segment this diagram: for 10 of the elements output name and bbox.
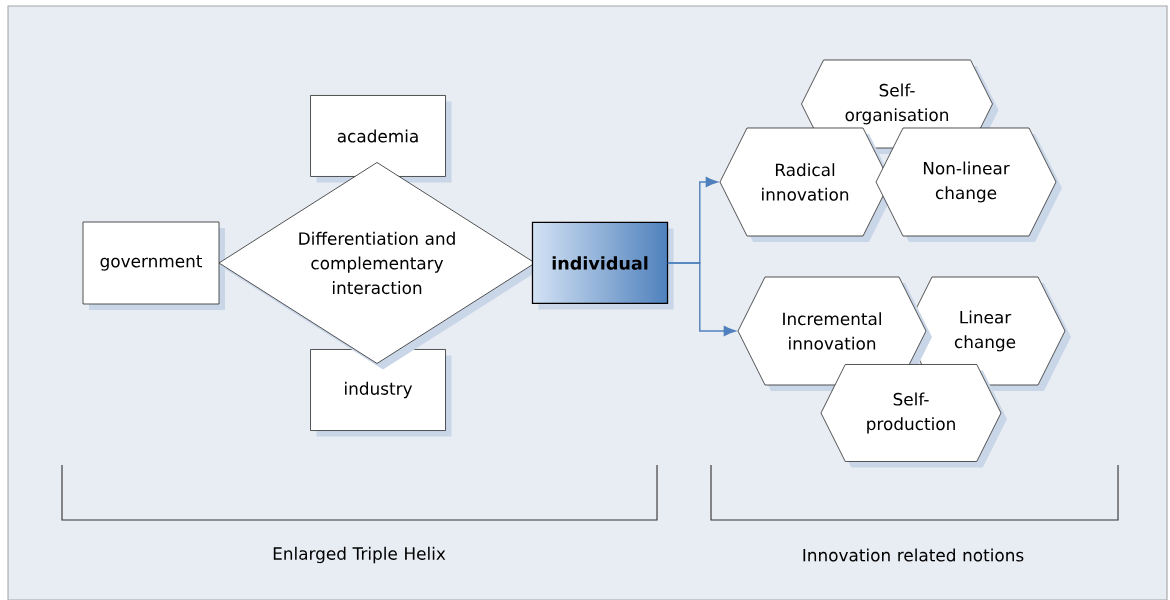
notion-hexagon: Self-production [820, 364, 1007, 468]
bracket-label: Enlarged Triple Helix [273, 546, 446, 564]
arrow [667, 262, 736, 337]
stakeholder-box: academia [310, 95, 452, 183]
stakeholder-box: industry [310, 349, 452, 437]
notion-hexagon: Radical innovation [719, 127, 896, 242]
individual-box: individual [531, 221, 674, 310]
bracket-label: Innovation related notions [803, 548, 1024, 562]
notion-hexagon: Non-linear change [875, 127, 1062, 242]
stakeholder-box: government [82, 221, 225, 310]
